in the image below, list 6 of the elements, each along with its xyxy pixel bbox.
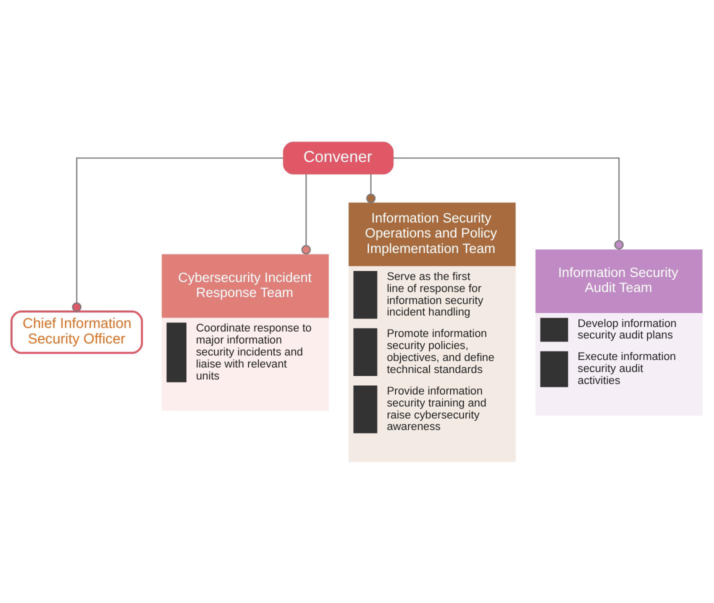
connector bbox=[72, 156, 284, 312]
node-box: Chief Information Security Officer bbox=[10, 310, 143, 354]
connector bbox=[393, 156, 624, 250]
connector bbox=[301, 174, 311, 254]
node-box: Convener bbox=[283, 141, 394, 174]
connector bbox=[366, 174, 376, 203]
